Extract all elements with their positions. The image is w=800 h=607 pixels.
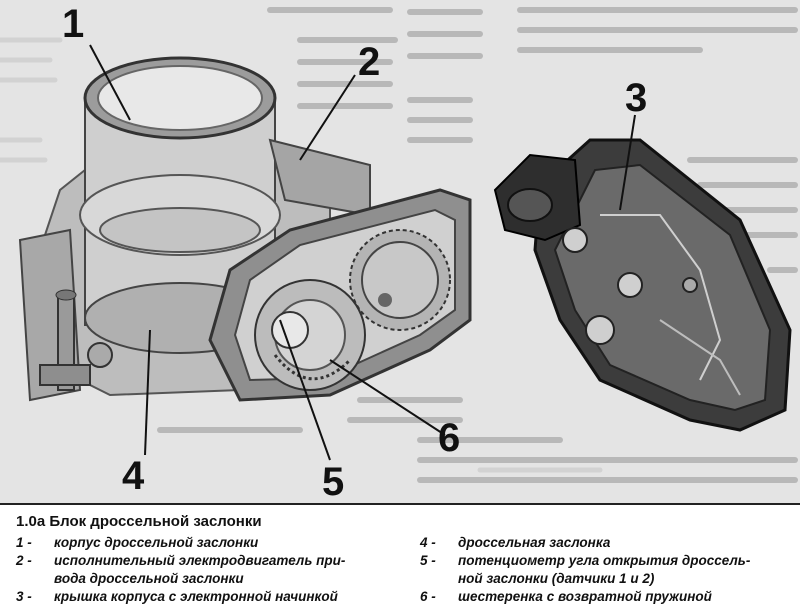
caption-item-text: дроссельная заслонка bbox=[458, 535, 611, 550]
caption-item-4: 4 - дроссельная заслонка bbox=[420, 535, 790, 551]
callout-6: 6 bbox=[438, 416, 461, 460]
caption-item-3: 3 - крышка корпуса с электронной начинко… bbox=[16, 589, 406, 605]
caption-item-5: 5 - потенциометр угла открытия дроссель- bbox=[420, 553, 790, 569]
caption-item-text: потенциометр угла открытия дроссель- bbox=[458, 553, 751, 568]
callout-2: 2 bbox=[358, 40, 381, 84]
callout-1: 1 bbox=[62, 2, 85, 46]
callout-4: 4 bbox=[122, 454, 145, 498]
callout-5: 5 bbox=[322, 460, 345, 503]
caption-item-2-cont: вода дроссельной заслонки bbox=[16, 571, 406, 587]
caption-title: 1.0a Блок дроссельной заслонки bbox=[16, 513, 262, 530]
caption-item-6: 6 - шестеренка с возвратной пружиной bbox=[420, 589, 790, 605]
callout-3: 3 bbox=[625, 76, 648, 120]
caption-item-text: шестеренка с возвратной пружиной bbox=[458, 589, 712, 604]
caption-item-number: 6 - bbox=[420, 589, 436, 604]
callout-leader-lines bbox=[89, 44, 636, 461]
caption-item-text: исполнительный электродвигатель при- bbox=[54, 553, 346, 568]
caption-item-text: ной заслонки (датчики 1 и 2) bbox=[458, 571, 655, 586]
caption-item-number: 3 - bbox=[16, 589, 32, 604]
caption-item-5-cont: ной заслонки (датчики 1 и 2) bbox=[420, 571, 790, 587]
caption-item-number: 1 - bbox=[16, 535, 32, 550]
figure-caption: 1.0a Блок дроссельной заслонки 1 - корпу… bbox=[0, 503, 800, 607]
caption-item-2: 2 - исполнительный электродвигатель при- bbox=[16, 553, 406, 569]
caption-item-text: корпус дроссельной заслонки bbox=[54, 535, 259, 550]
gear-housing-drawing bbox=[208, 188, 472, 402]
caption-item-text: вода дроссельной заслонки bbox=[54, 571, 244, 586]
caption-item-text: крышка корпуса с электронной начинкой bbox=[54, 589, 338, 604]
throttle-unit-photo: 1 2 3 4 5 6 bbox=[0, 0, 800, 503]
caption-item-number: 4 - bbox=[420, 535, 436, 550]
caption-item-number: 5 - bbox=[420, 553, 436, 568]
caption-item-1: 1 - корпус дроссельной заслонки bbox=[16, 535, 406, 551]
background-page-texture bbox=[0, 7, 798, 483]
electronics-cover-drawing bbox=[493, 138, 792, 432]
caption-item-number: 2 - bbox=[16, 553, 32, 568]
